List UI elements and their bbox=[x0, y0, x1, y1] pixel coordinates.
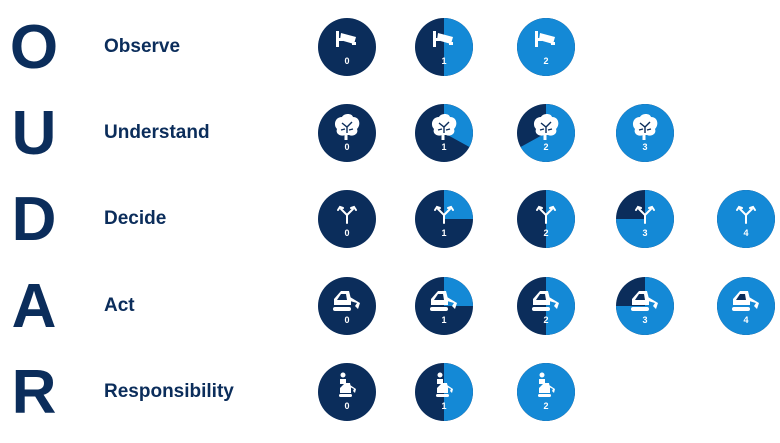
row-label: Observe bbox=[104, 36, 181, 57]
level-number: 0 bbox=[344, 228, 350, 238]
level-number: 2 bbox=[543, 401, 549, 411]
level-badge: 4 bbox=[717, 190, 775, 248]
fork-arrows-icon bbox=[717, 190, 775, 248]
cctv-camera-icon bbox=[336, 31, 356, 47]
level-badge: 3 bbox=[616, 190, 674, 248]
fork-arrows-icon bbox=[536, 190, 575, 248]
level-badge: 1 bbox=[415, 104, 473, 162]
level-badge: 2 bbox=[517, 277, 575, 335]
row-letter: A bbox=[11, 272, 57, 341]
excavator-icon bbox=[333, 291, 360, 311]
level-badge: 3 bbox=[616, 277, 674, 335]
level-number: 2 bbox=[543, 228, 549, 238]
level-number: 1 bbox=[441, 142, 447, 152]
level-badge: 0 bbox=[318, 363, 376, 421]
excavator-icon bbox=[430, 277, 473, 311]
row-act: A Act 0 1 2 bbox=[0, 271, 780, 357]
level-number: 1 bbox=[441, 401, 447, 411]
level-badge: 1 bbox=[415, 277, 473, 335]
level-badge: 4 bbox=[717, 277, 775, 335]
level-number: 1 bbox=[441, 315, 447, 325]
level-number: 2 bbox=[543, 142, 549, 152]
row-label: Responsibility bbox=[104, 381, 234, 402]
row-decide: D Decide 0 1 2 bbox=[0, 184, 780, 270]
level-badge: 0 bbox=[318, 190, 376, 248]
row-letter: U bbox=[11, 99, 57, 168]
brain-icon bbox=[431, 104, 473, 147]
excavator-icon bbox=[717, 277, 775, 335]
worker-excavator-icon bbox=[339, 372, 356, 397]
level-badge: 1 bbox=[415, 190, 473, 248]
row-understand: U Understand 0 1 2 bbox=[0, 98, 780, 184]
worker-excavator-icon bbox=[436, 363, 473, 421]
brain-icon bbox=[334, 114, 360, 140]
level-number: 4 bbox=[743, 228, 749, 238]
level-number: 0 bbox=[344, 56, 350, 66]
level-number: 3 bbox=[642, 228, 648, 238]
level-badge: 0 bbox=[318, 18, 376, 76]
row-letter: O bbox=[9, 13, 59, 82]
row-letter: D bbox=[11, 185, 57, 254]
level-number: 0 bbox=[344, 142, 350, 152]
level-badge: 2 bbox=[517, 104, 575, 162]
row-label: Decide bbox=[104, 208, 167, 229]
level-badge: 0 bbox=[318, 104, 376, 162]
level-number: 1 bbox=[441, 56, 447, 66]
level-badge: 0 bbox=[318, 277, 376, 335]
level-badge: 2 bbox=[517, 18, 575, 76]
cctv-camera-icon bbox=[433, 18, 473, 76]
level-badge: 2 bbox=[517, 190, 575, 248]
level-number: 2 bbox=[543, 315, 549, 325]
brain-icon bbox=[520, 104, 575, 162]
row-label: Understand bbox=[104, 122, 210, 143]
fork-arrows-icon bbox=[616, 190, 674, 248]
level-badge: 2 bbox=[517, 363, 575, 421]
level-number: 4 bbox=[743, 315, 749, 325]
level-number: 3 bbox=[642, 142, 648, 152]
fork-arrows-icon bbox=[434, 190, 473, 224]
level-badge: 1 bbox=[415, 363, 473, 421]
excavator-icon bbox=[532, 277, 575, 335]
level-number: 3 bbox=[642, 315, 648, 325]
row-responsibility: R Responsibility 0 1 bbox=[0, 357, 780, 443]
row-observe: O Observe 0 1 2 bbox=[0, 12, 780, 98]
level-number: 0 bbox=[344, 315, 350, 325]
row-letter: R bbox=[11, 358, 57, 427]
level-number: 1 bbox=[441, 228, 447, 238]
brain-icon bbox=[616, 104, 674, 162]
worker-excavator-icon bbox=[517, 363, 575, 421]
level-number: 2 bbox=[543, 56, 549, 66]
excavator-icon bbox=[616, 277, 674, 335]
level-badge: 3 bbox=[616, 104, 674, 162]
level-badge: 1 bbox=[415, 18, 473, 76]
level-number: 0 bbox=[344, 401, 350, 411]
row-label: Act bbox=[104, 295, 135, 316]
fork-arrows-icon bbox=[337, 205, 357, 224]
cctv-camera-icon bbox=[517, 18, 575, 76]
